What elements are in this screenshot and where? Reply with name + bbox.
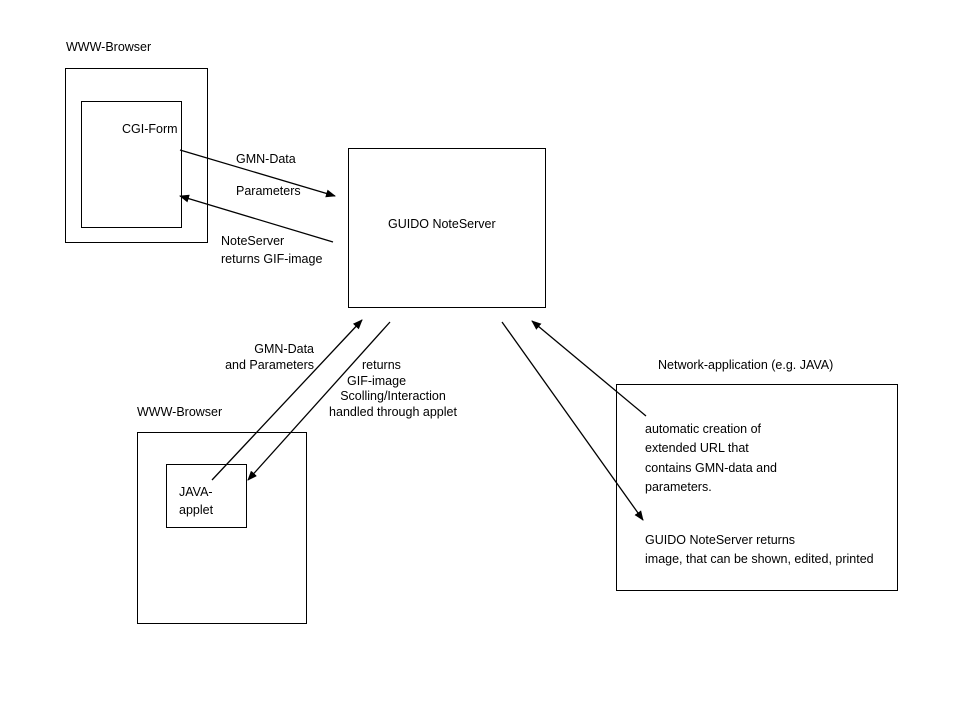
browser-top-frame bbox=[65, 68, 208, 243]
applet-out-line: Scolling/Interaction bbox=[340, 389, 446, 404]
network-response-line: image, that can be shown, edited, printe… bbox=[645, 552, 874, 567]
java-applet-line: JAVA- bbox=[179, 485, 213, 499]
applet-out-line: GIF-image bbox=[347, 373, 407, 388]
returns-gif-line: returns GIF-image bbox=[221, 251, 323, 266]
cgi-form-label: CGI-Form bbox=[122, 122, 178, 136]
applet-out-label: returns GIF-image Scolling/Interaction h… bbox=[322, 358, 464, 421]
applet-out-line: handled through applet bbox=[329, 404, 457, 419]
cgi-form-box bbox=[81, 101, 182, 228]
applet-in-line: GMN-Data bbox=[254, 342, 314, 356]
java-applet-box bbox=[166, 464, 247, 528]
network-request-line: parameters. bbox=[645, 480, 712, 495]
java-applet-line: applet bbox=[179, 503, 214, 518]
network-request-text: automatic creation of extended URL that … bbox=[645, 420, 777, 498]
network-request-line: extended URL that bbox=[645, 441, 749, 456]
browser-bottom-title: WWW-Browser bbox=[137, 405, 223, 419]
applet-in-line: and Parameters bbox=[225, 357, 314, 372]
returns-gif-label: NoteServer returns GIF-image bbox=[221, 233, 322, 268]
network-request-line: contains GMN-data and bbox=[645, 460, 778, 475]
noteserver-label: GUIDO NoteServer bbox=[388, 217, 496, 231]
noteserver-box bbox=[348, 148, 546, 308]
java-applet-label: JAVA- applet bbox=[179, 483, 213, 519]
browser-top-title: WWW-Browser bbox=[66, 40, 152, 54]
network-response-text: GUIDO NoteServer returns image, that can… bbox=[645, 531, 874, 570]
network-app-box bbox=[616, 384, 898, 591]
gmn-data-label: GMN-Data bbox=[236, 152, 296, 166]
applet-out-line: returns bbox=[362, 358, 401, 372]
browser-bottom-frame bbox=[137, 432, 307, 624]
applet-in-label: GMN-Data and Parameters bbox=[221, 342, 314, 373]
network-response-line: GUIDO NoteServer returns bbox=[645, 533, 796, 547]
network-app-title: Network-application (e.g. JAVA) bbox=[658, 358, 834, 372]
parameters-label: Parameters bbox=[236, 184, 301, 198]
network-request-line: automatic creation of bbox=[645, 422, 762, 436]
returns-gif-line: NoteServer bbox=[221, 234, 285, 248]
